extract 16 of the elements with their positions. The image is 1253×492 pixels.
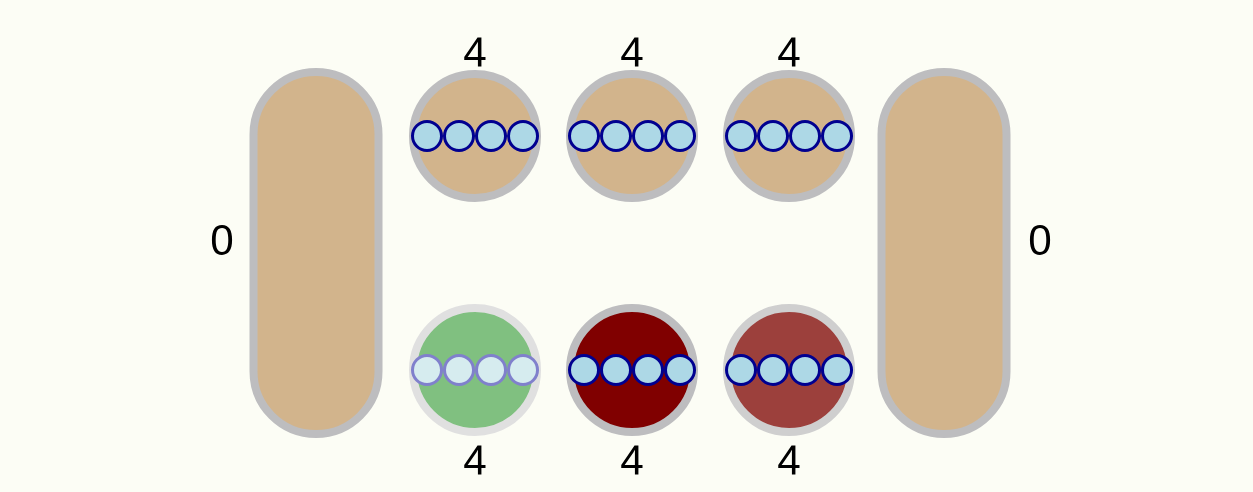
pit: 4 xyxy=(409,304,541,475)
node-label: 4 xyxy=(621,37,643,67)
store: 0 xyxy=(211,68,383,438)
node-label: 4 xyxy=(778,445,800,475)
pit: 4 xyxy=(409,37,541,202)
node-label: 4 xyxy=(464,445,486,475)
node-label: 4 xyxy=(778,37,800,67)
pit: 4 xyxy=(566,37,698,202)
pit: 4 xyxy=(723,304,855,475)
node-label: 4 xyxy=(621,445,643,475)
node-label: 0 xyxy=(1029,225,1051,255)
node-label: 4 xyxy=(464,37,486,67)
node-label: 0 xyxy=(211,225,233,255)
pit: 4 xyxy=(566,304,698,475)
pit: 4 xyxy=(723,37,855,202)
store: 0 xyxy=(877,68,1051,438)
